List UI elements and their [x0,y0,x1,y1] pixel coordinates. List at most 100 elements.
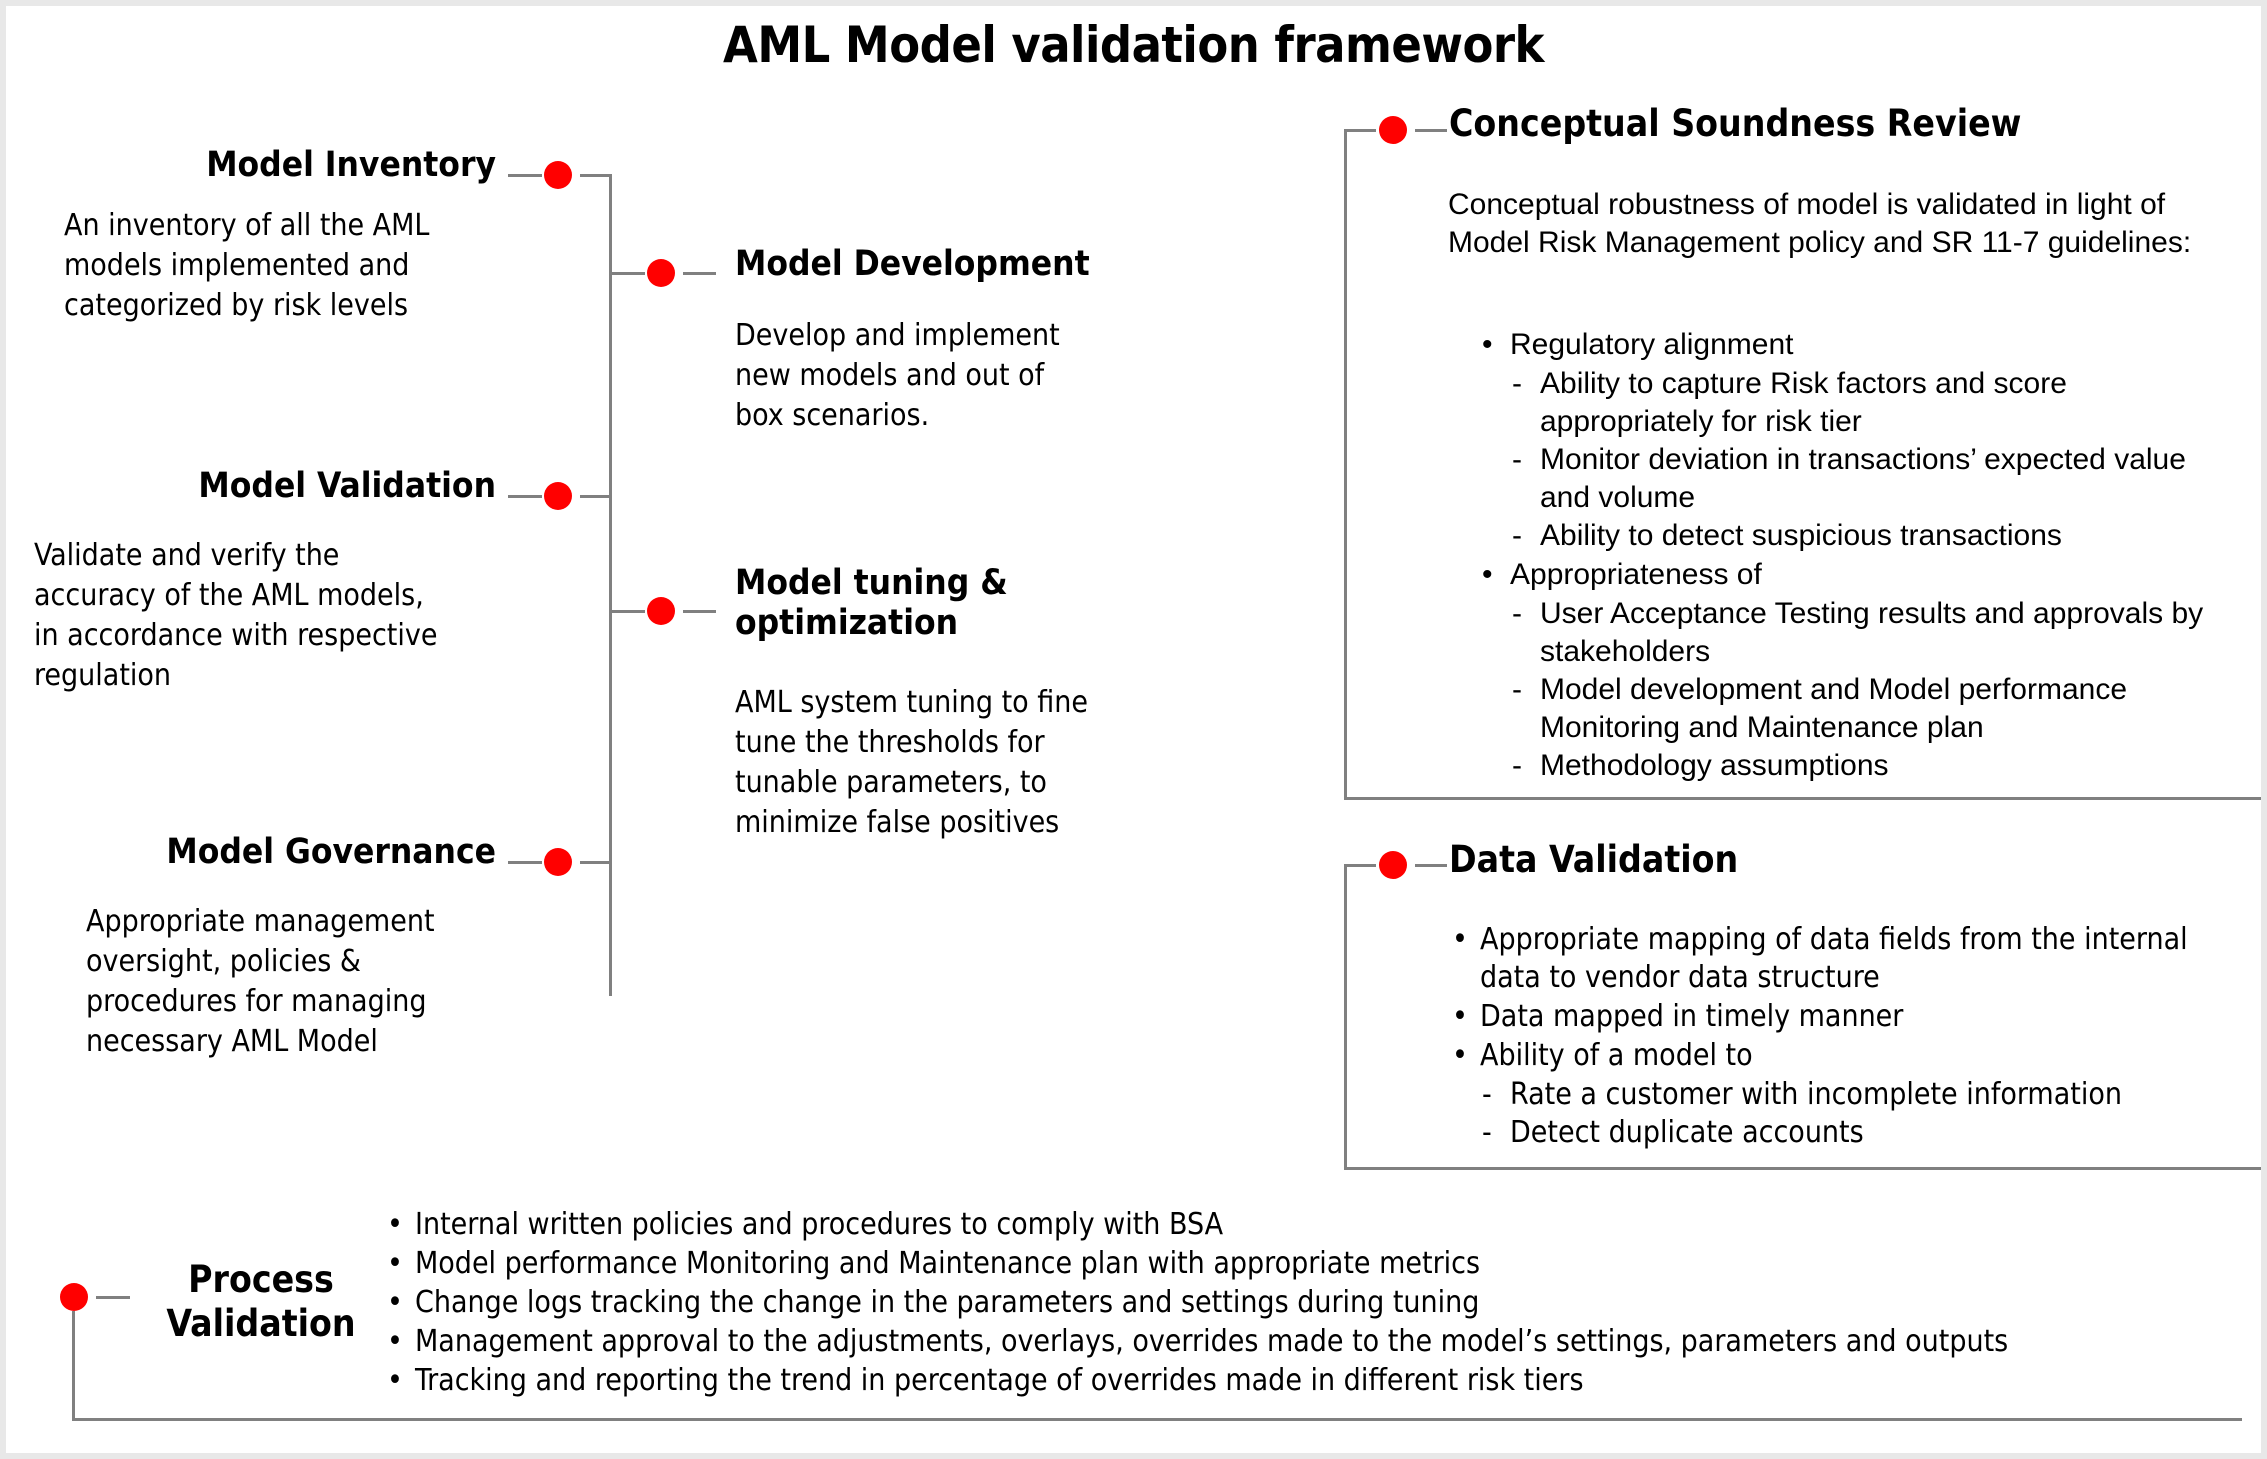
node-dot-model-development [647,259,675,287]
bullet-dot-icon: • [387,1363,403,1399]
conceptual-bullet-item-label: Model development and Model performance … [1540,672,2128,744]
bullet-dot-icon: • [387,1324,403,1360]
bullet-dot-icon: • [387,1285,403,1321]
bullet-list-data-validation: • Appropriate mapping of data fields from… [1446,921,2236,1153]
conceptual-bullet-item: -Monitor deviation in transactions’ expe… [1476,441,2236,517]
heading-conceptual-soundness-review: Conceptual Soundness Review [1449,102,2022,145]
panel-bracket-vertical-data [1344,864,1347,1170]
heading-data-validation: Data Validation [1449,838,1739,881]
bullet-dash-icon: - [1482,1077,1492,1113]
connector-conceptual-soundness-right [1415,129,1447,132]
process-validation-bullet-item-label: Internal written policies and procedures… [415,1207,1224,1242]
conceptual-bullet-item-label: User Acceptance Testing results and appr… [1540,596,2204,668]
data-validation-bullet-item-label: Ability of a model to [1480,1038,1753,1074]
body-model-inventory: An inventory of all the AML models imple… [64,208,430,323]
process-bracket-bottom [72,1418,2242,1421]
data-validation-bullet-item-label: Detect duplicate accounts [1510,1115,1864,1151]
node-dot-model-inventory [544,161,572,189]
connector-process-validation-right [96,1296,130,1299]
process-validation-bullet-item: • Management approval to the adjustments,… [381,1323,2221,1361]
bullet-dot-icon: • [387,1246,403,1282]
connector-model-tuning-left [609,610,645,613]
intro-conceptual-soundness-review: Conceptual robustness of model is valida… [1448,188,2192,260]
connector-model-governance-left [508,861,542,864]
conceptual-bullet-item: -User Acceptance Testing results and app… [1476,595,2236,671]
conceptual-bullet-item-label: Ability to capture Risk factors and scor… [1540,367,2067,439]
connector-model-tuning-right [683,610,716,613]
page-title: AML Model validation framework [723,16,1544,74]
heading-model-development: Model Development [735,244,1090,284]
data-validation-bullet-item: • Data mapped in timely manner [1446,998,2236,1036]
conceptual-bullet-item: -Ability to capture Risk factors and sco… [1476,365,2236,441]
conceptual-bullet-item: -Model development and Model performance… [1476,671,2236,747]
process-validation-bullet-item: •Tracking and reporting the trend in per… [381,1362,2221,1400]
bullet-dash-icon: - [1512,367,1522,401]
bullet-dash-icon: - [1512,596,1522,630]
bullet-dot-icon: • [1452,1038,1468,1074]
bullet-dash-icon: - [1512,443,1522,477]
process-validation-bullet-item-label: Management approval to the adjustments, … [415,1324,2009,1360]
node-dot-data-validation [1379,851,1407,879]
connector-model-validation-right [580,495,612,498]
process-validation-bullet-item-label: Change logs tracking the change in the p… [415,1285,1480,1321]
conceptual-bullet-item-label: Methodology assumptions [1540,749,1889,783]
data-validation-bullet-item: • Ability of a model to [1446,1037,2236,1075]
bullet-list-conceptual-soundness: •Regulatory alignment-Ability to capture… [1476,326,2236,785]
heading-model-governance: Model Governance [166,832,496,872]
panel-bracket-bottom-conceptual [1344,797,2261,800]
heading-model-tuning: Model tuning & optimization [735,563,1008,643]
process-validation-bullet-item-label: Model performance Monitoring and Mainten… [415,1246,1481,1282]
spine-vertical-line [609,174,612,996]
process-validation-bullet-item: • Change logs tracking the change in the … [381,1284,2221,1322]
connector-model-inventory-right [580,174,612,177]
panel-bracket-vertical-conceptual [1344,129,1347,800]
heading-process-validation: Process Validation [166,1258,356,1346]
data-validation-bullet-item: -Detect duplicate accounts [1446,1114,2236,1152]
conceptual-bullet-item: •Regulatory alignment [1476,326,2236,364]
bullet-dash-icon: - [1512,519,1522,553]
connector-model-development-left [609,272,645,275]
connector-conceptual-soundness-left [1344,129,1376,132]
bullet-list-process-validation: • Internal written policies and procedure… [381,1206,2221,1401]
conceptual-bullet-item: -Ability to detect suspicious transactio… [1476,517,2236,555]
conceptual-bullet-item: • Appropriateness of [1476,556,2236,594]
panel-bracket-bottom-data [1344,1167,2261,1170]
conceptual-bullet-item-label: Regulatory alignment [1510,328,1794,361]
connector-data-validation-left [1344,864,1376,867]
node-dot-conceptual-soundness [1379,116,1407,144]
body-model-validation: Validate and verify the accuracy of the … [34,538,438,693]
bullet-dash-icon: - [1512,749,1522,783]
node-dot-model-validation [544,482,572,510]
diagram-canvas: AML Model validation framework Model Inv… [6,6,2261,1453]
connector-model-validation-left [508,495,542,498]
conceptual-bullet-item: -Methodology assumptions [1476,747,2236,785]
bullet-dot-icon: • [1452,922,1468,957]
process-bracket-vertical [72,1311,75,1421]
process-validation-bullet-item: • Model performance Monitoring and Mainte… [381,1245,2221,1283]
body-model-tuning: AML system tuning to fine tune the thres… [735,685,1088,840]
node-dot-model-governance [544,848,572,876]
data-validation-bullet-item-label: Data mapped in timely manner [1480,999,1904,1035]
connector-model-inventory-left [508,174,542,177]
bullet-dot-icon: • [1452,999,1468,1035]
bullet-dot-icon: • [387,1207,403,1242]
data-validation-bullet-item-label: Appropriate mapping of data fields from … [1480,922,2188,996]
connector-model-development-right [683,272,716,275]
process-validation-bullet-item: • Internal written policies and procedure… [381,1206,2221,1244]
data-validation-bullet-item: -Rate a customer with incomplete informa… [1446,1076,2236,1114]
heading-model-inventory: Model Inventory [206,145,496,185]
heading-model-validation: Model Validation [198,466,496,506]
data-validation-bullet-item-label: Rate a customer with incomplete informat… [1510,1077,2122,1113]
connector-data-validation-right [1415,864,1447,867]
conceptual-bullet-item-label: Appropriateness of [1510,557,1762,591]
conceptual-bullet-item-label: Monitor deviation in transactions’ expec… [1540,443,2186,515]
bullet-dash-icon: - [1512,672,1522,706]
connector-model-governance-right [580,861,612,864]
node-dot-process-validation [60,1283,88,1311]
data-validation-bullet-item: • Appropriate mapping of data fields from… [1446,921,2236,997]
body-model-governance: Appropriate management oversight, polici… [86,904,435,1059]
node-dot-model-tuning [647,597,675,625]
conceptual-bullet-item-label: Ability to detect suspicious transaction… [1540,519,2062,553]
body-model-development: Develop and implement new models and out… [735,318,1060,433]
bullet-dot-icon: • [1482,557,1493,591]
